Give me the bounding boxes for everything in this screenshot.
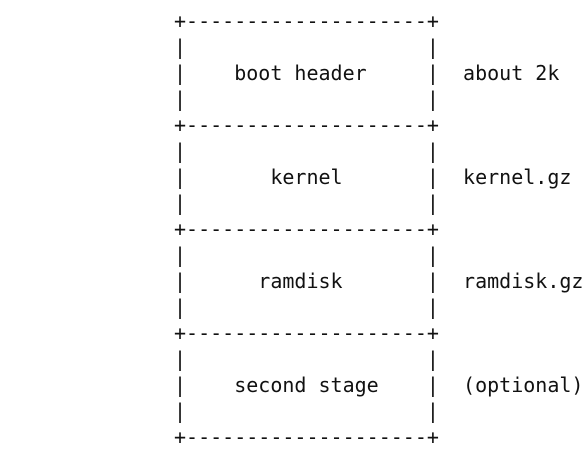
boot-image-layout-diagram: +--------------------+| || boot header |… <box>174 8 583 450</box>
left-pipe: | <box>174 191 187 215</box>
left-pipe: | <box>174 35 187 59</box>
left-pipe: | <box>174 61 187 85</box>
right-pipe: | <box>426 139 439 163</box>
blank-row: | | <box>174 34 583 60</box>
spacer <box>186 295 427 319</box>
gap <box>439 165 463 189</box>
spacer <box>186 35 427 59</box>
section-note: kernel.gz <box>463 165 572 189</box>
gap <box>439 373 463 397</box>
left-pipe: | <box>174 373 187 397</box>
spacer <box>186 139 427 163</box>
border: +--------------------+ <box>174 217 439 241</box>
spacer <box>186 191 427 215</box>
border-line: +--------------------+ <box>174 112 583 138</box>
blank-row: | | <box>174 86 583 112</box>
left-pipe: | <box>174 269 187 293</box>
gap <box>439 269 463 293</box>
pad <box>379 373 427 397</box>
pad <box>367 61 427 85</box>
left-pipe: | <box>174 139 187 163</box>
section-note: (optional) <box>463 373 584 397</box>
section-label: kernel <box>270 165 343 189</box>
section-note: ramdisk.gz <box>463 269 584 293</box>
section-label: boot header <box>234 61 367 85</box>
spacer <box>186 87 427 111</box>
right-pipe: | <box>426 35 439 59</box>
section-note: about 2k <box>463 61 560 85</box>
section-row-3: | ramdisk | ramdisk.gz <box>174 268 583 294</box>
blank-row: | | <box>174 190 583 216</box>
spacer <box>186 243 427 267</box>
section-row-4: | second stage | (optional) <box>174 372 583 398</box>
right-pipe: | <box>426 165 439 189</box>
left-pipe: | <box>174 243 187 267</box>
blank-row: | | <box>174 294 583 320</box>
border: +--------------------+ <box>174 9 439 33</box>
border: +--------------------+ <box>174 113 439 137</box>
right-pipe: | <box>426 191 439 215</box>
border: +--------------------+ <box>174 321 439 345</box>
pad <box>186 165 270 189</box>
right-pipe: | <box>426 347 439 371</box>
left-pipe: | <box>174 295 187 319</box>
border-line: +--------------------+ <box>174 8 583 34</box>
border-line: +--------------------+ <box>174 320 583 346</box>
section-row-1: | boot header | about 2k <box>174 60 583 86</box>
spacer <box>186 399 427 423</box>
blank-row: | | <box>174 346 583 372</box>
right-pipe: | <box>426 399 439 423</box>
pad <box>186 269 258 293</box>
right-pipe: | <box>426 373 439 397</box>
left-pipe: | <box>174 165 187 189</box>
right-pipe: | <box>426 243 439 267</box>
right-pipe: | <box>426 87 439 111</box>
section-label: second stage <box>234 373 379 397</box>
right-pipe: | <box>426 269 439 293</box>
left-pipe: | <box>174 399 187 423</box>
blank-row: | | <box>174 138 583 164</box>
spacer <box>186 347 427 371</box>
pad <box>186 373 234 397</box>
blank-row: | | <box>174 398 583 424</box>
blank-row: | | <box>174 242 583 268</box>
section-row-2: | kernel | kernel.gz <box>174 164 583 190</box>
left-pipe: | <box>174 87 187 111</box>
pad <box>343 165 427 189</box>
right-pipe: | <box>426 61 439 85</box>
border-line: +--------------------+ <box>174 216 583 242</box>
border-line: +--------------------+ <box>174 424 583 450</box>
section-label: ramdisk <box>258 269 343 293</box>
gap <box>439 61 463 85</box>
border: +--------------------+ <box>174 425 439 449</box>
pad <box>186 61 234 85</box>
right-pipe: | <box>426 295 439 319</box>
left-pipe: | <box>174 347 187 371</box>
pad <box>343 269 427 293</box>
